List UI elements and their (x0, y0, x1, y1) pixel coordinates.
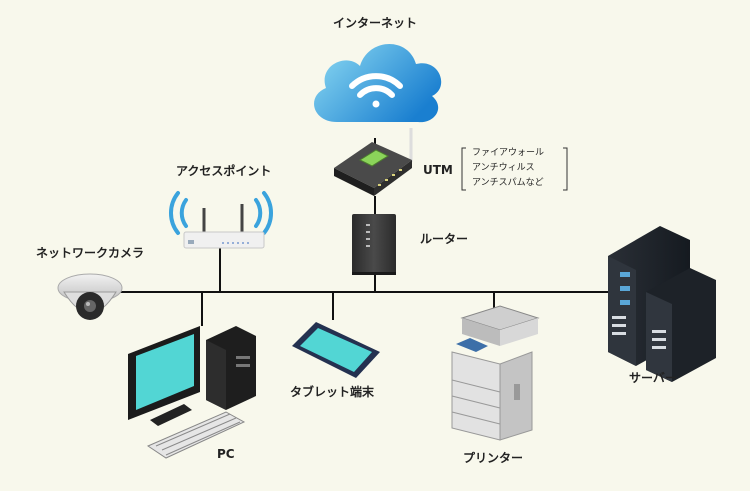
camera-label: ネットワークカメラ (36, 246, 145, 260)
utm-label: UTM (423, 163, 453, 177)
printer-icon (451, 305, 540, 441)
pc-label: PC (217, 447, 235, 461)
router-label: ルーター (420, 232, 469, 246)
utm-device-icon (334, 128, 413, 196)
network-camera-icon (57, 273, 123, 320)
internet-cloud (314, 43, 442, 123)
utm-features-bracket (461, 147, 568, 191)
tablet-icon (292, 322, 380, 378)
wifi-icon (349, 73, 403, 108)
utm-feature-firewall: ファイアウォール (472, 148, 545, 158)
access-point-icon (168, 191, 274, 249)
printer-label: プリンター (463, 451, 524, 465)
utm-feature-antispam: アンチスパムなど (472, 178, 544, 188)
network-lines (92, 138, 612, 326)
tablet-label: タブレット端末 (290, 385, 375, 399)
pc-icon (128, 326, 256, 459)
router-icon (352, 214, 396, 275)
server-label: サーバー (629, 371, 677, 385)
access-point-label: アクセスポイント (176, 164, 272, 178)
utm-feature-antivirus: アンチウィルス (472, 163, 535, 173)
server-icon (608, 226, 716, 382)
internet-label: インターネット (333, 16, 418, 30)
